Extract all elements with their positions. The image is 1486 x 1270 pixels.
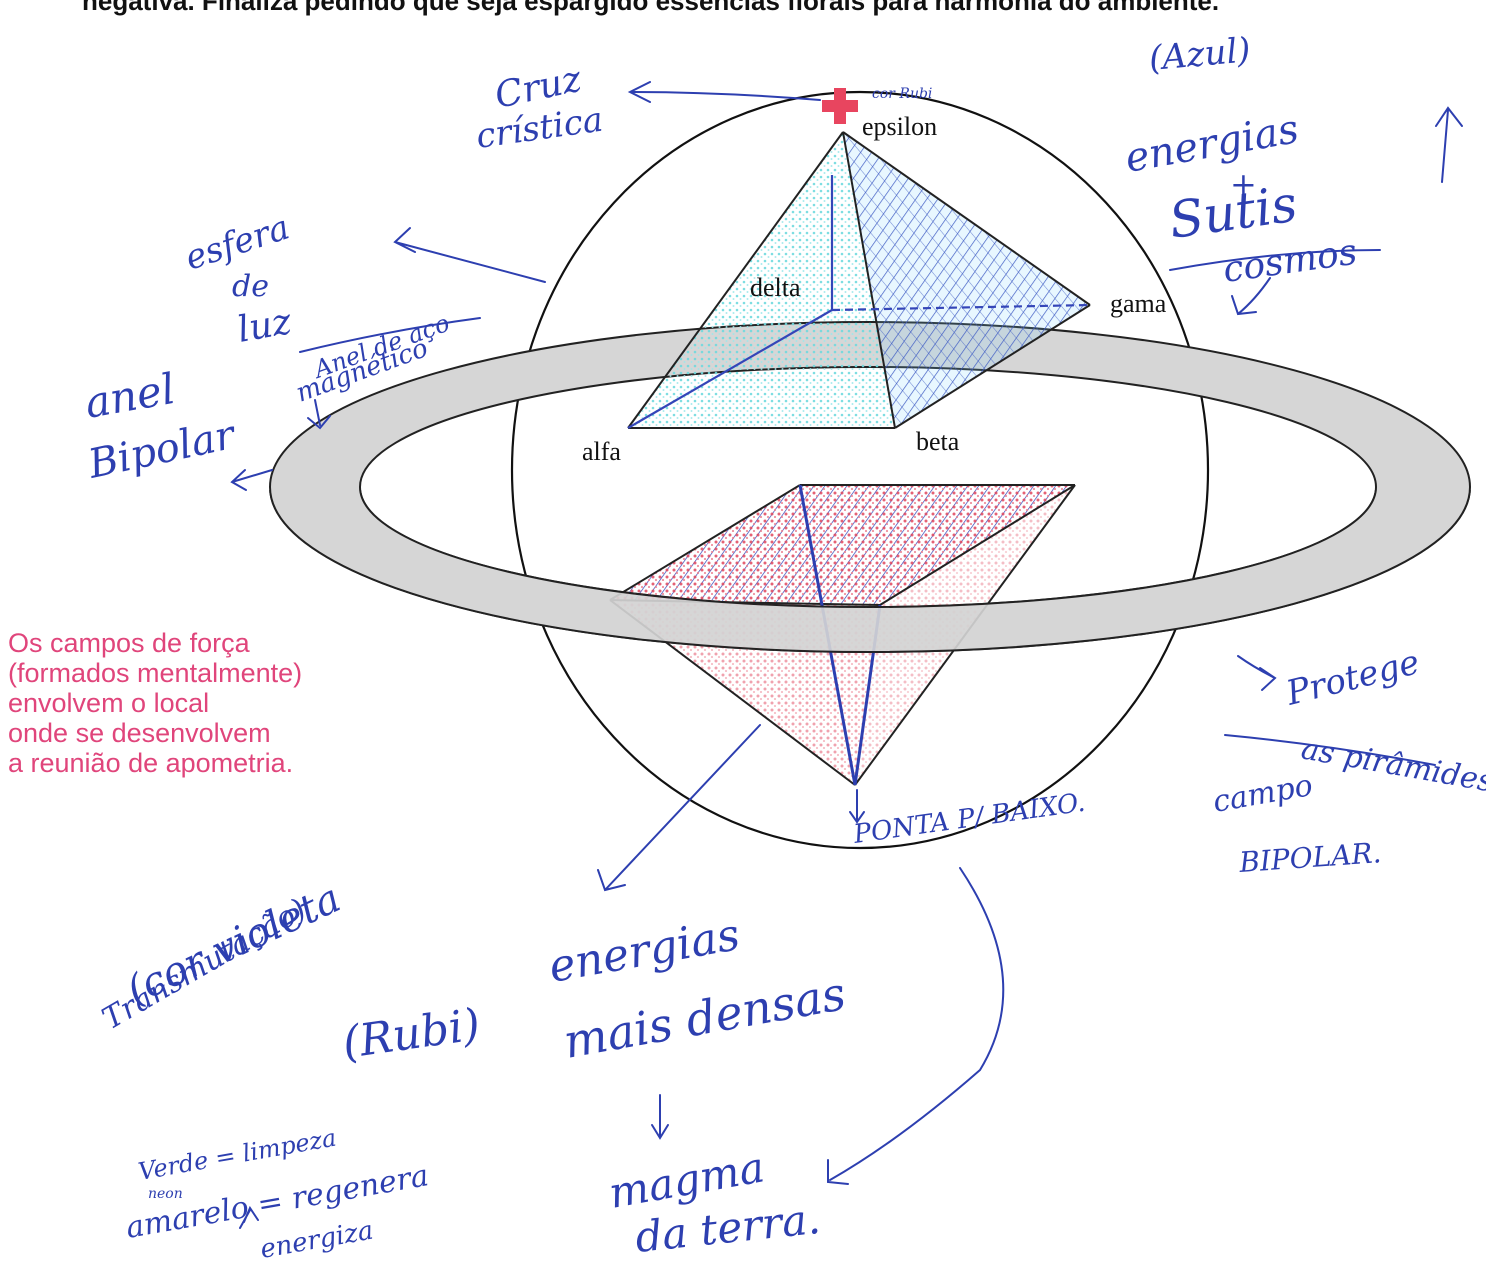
note-protege-1: Protege xyxy=(1282,642,1424,714)
cosmos-underline xyxy=(1169,249,1381,271)
force-field-caption: Os campos de força (formados mentalmente… xyxy=(8,628,302,778)
note-energias: energias xyxy=(1122,106,1302,182)
note-plus: + xyxy=(1230,165,1257,203)
light-sphere xyxy=(510,90,1210,850)
note-protege-2: as pirâmides xyxy=(1299,731,1486,799)
christic-cross-icon xyxy=(822,88,858,124)
header-text: negativa. Finaliza pedindo que seja espa… xyxy=(82,0,1220,16)
vertex-label-gama: gama xyxy=(1110,289,1167,318)
caption-line: envolvem o local xyxy=(8,688,210,718)
note-neon: neon xyxy=(148,1186,183,1202)
note-campo-1: campo xyxy=(1210,768,1315,820)
note-esfera-1: esfera xyxy=(180,208,294,279)
note-campo-2: BIPOLAR. xyxy=(1237,836,1382,879)
note-energiza: energiza xyxy=(258,1216,376,1265)
note-ponta: PONTA P/ BAIXO. xyxy=(851,788,1087,850)
note-anel-1: anel xyxy=(81,364,179,428)
note-esfera-2: de xyxy=(232,269,269,304)
upper-pyramid xyxy=(627,131,1091,429)
note-esfera-3: luz xyxy=(234,301,295,351)
caption-line: (formados mentalmente) xyxy=(8,658,303,688)
arrow-amarelo xyxy=(239,1205,259,1229)
note-cruz-2: crística xyxy=(474,100,606,157)
arrow-esfera xyxy=(393,227,546,283)
arrow-cruz xyxy=(627,81,821,103)
arrow-protege xyxy=(1237,655,1277,691)
vertex-label-beta: beta xyxy=(916,427,960,456)
note-violeta-2: Transmutação) xyxy=(97,892,313,1037)
note-verde: Verde = limpeza xyxy=(136,1124,338,1186)
arrow-anel xyxy=(230,469,273,491)
caption-line: onde se desenvolvem xyxy=(8,718,271,748)
note-cor-rubi: cor Rubi xyxy=(872,86,932,102)
note-sutis: Sutis xyxy=(1166,175,1301,250)
note-rubi: (Rubi) xyxy=(339,999,483,1069)
anel-aco-underline xyxy=(299,317,481,353)
bipolar-ring-front xyxy=(268,321,1472,653)
caption-line: Os campos de força xyxy=(8,628,250,658)
arrow-densas-down xyxy=(651,1094,669,1140)
note-cosmos: cosmos xyxy=(1221,232,1360,291)
arrow-violeta xyxy=(597,724,761,892)
arrow-ponta xyxy=(849,789,865,824)
protege-underline xyxy=(1224,734,1436,766)
arrow-cosmos xyxy=(1231,277,1271,316)
vertex-label-epsilon: epsilon xyxy=(862,112,937,141)
arrow-magma xyxy=(827,867,1005,1185)
note-azul: (Azul) xyxy=(1147,30,1252,79)
caption-line: a reunião de apometria. xyxy=(8,748,294,778)
vertex-label-delta: delta xyxy=(750,273,801,302)
arrow-energias-up xyxy=(1435,106,1463,183)
vertex-label-alfa: alfa xyxy=(582,437,621,466)
arrow-anel-aco xyxy=(307,399,331,430)
note-energias2-1: energias xyxy=(545,909,743,993)
